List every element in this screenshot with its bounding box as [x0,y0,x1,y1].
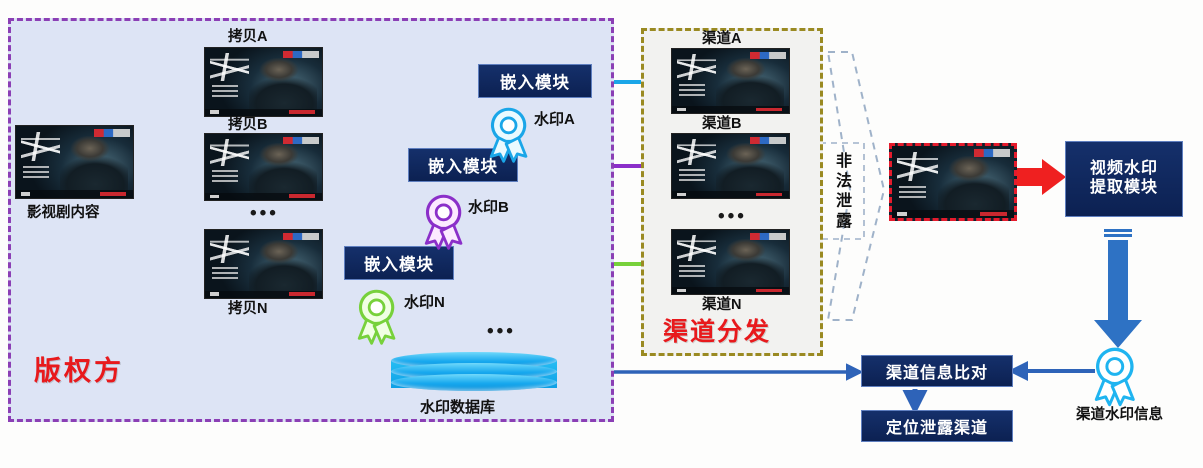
watermark-n-label: 水印N [404,294,445,311]
channel-watermark-info-label: 渠道水印信息 [1076,407,1163,423]
source-video-thumbnail [16,126,133,198]
copy-a-thumbnail [205,48,322,116]
illegal-leak-label: 非法泄露 [833,152,850,232]
channel-a-thumbnail [672,49,789,113]
ribbon-badge-icon-channel-info [1094,347,1135,407]
leaked-video-thumbnail [889,143,1017,221]
video-watermark-extract-module[interactable]: 视频水印 提取模块 [1065,141,1183,217]
channel-a-label: 渠道A [702,31,742,47]
extract-module-line1: 视频水印 [1089,160,1158,178]
channel-info-compare-module[interactable]: 渠道信息比对 [861,355,1013,387]
copyright-zone-title: 版权方 [34,356,124,386]
copy-b-thumbnail [205,134,322,200]
extract-module-line2: 提取模块 [1089,179,1158,196]
locate-leak-channel-module[interactable]: 定位泄露渠道 [861,410,1013,442]
embed-module-n[interactable]: 嵌入模块 [344,246,454,280]
source-video-label: 影视剧内容 [27,205,100,221]
channel-b-label: 渠道B [702,116,742,132]
database-cylinder-icon [391,352,557,394]
copy-b-label: 拷贝B [228,117,268,133]
channels-ellipsis: ••• [718,206,747,227]
copy-n-label: 拷贝N [228,301,268,317]
embed-module-a[interactable]: 嵌入模块 [478,64,592,98]
ribbon-badge-icon-a [489,107,528,163]
watermark-b-label: 水印B [468,199,509,216]
channel-n-label: 渠道N [702,297,742,313]
copy-n-thumbnail [205,230,322,298]
channel-b-thumbnail [672,134,789,198]
ribbon-badge-icon-b [424,194,463,250]
database-ellipsis: ••• [487,321,516,342]
copy-a-label: 拷贝A [228,29,268,45]
blue-down-arrow-icon [1094,229,1142,348]
channel-zone-title: 渠道分发 [663,318,772,346]
channel-n-thumbnail [672,230,789,294]
copies-ellipsis: ••• [250,203,279,224]
ribbon-badge-icon-n [357,289,396,345]
watermark-a-label: 水印A [534,111,575,128]
database-label: 水印数据库 [420,399,496,416]
